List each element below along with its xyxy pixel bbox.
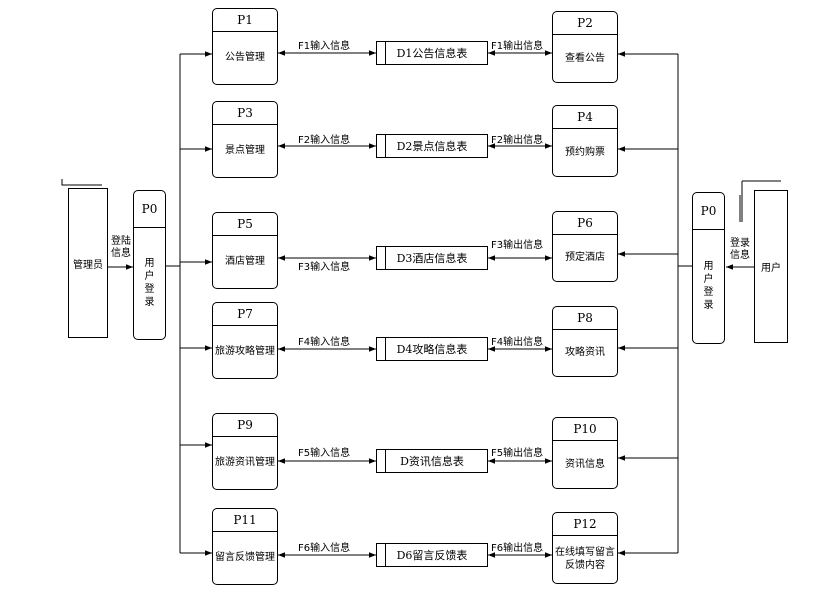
flow-label-f1-out: F1输出信息 (491, 41, 544, 52)
data-store-d3: D3酒店信息表 (376, 246, 488, 270)
process-name: 预定酒店 (565, 252, 605, 263)
process-id: P0 (693, 193, 724, 230)
process-name: 旅游攻略管理 (215, 346, 275, 357)
data-store-d6: D6留言反馈表 (376, 543, 488, 567)
process-name: 攻略资讯 (565, 347, 605, 358)
process-name: 用户登录 (144, 258, 155, 308)
process-p3: P3 景点管理 (212, 101, 278, 178)
data-store-label: D1公告信息表 (396, 47, 468, 60)
data-store-label: D资讯信息表 (400, 455, 464, 468)
flow-label-f3-in: F3输入信息 (298, 262, 351, 273)
process-id: P9 (213, 414, 277, 437)
process-id: P11 (213, 509, 277, 532)
process-p12: P12 在线填写留言反馈内容 (552, 512, 618, 584)
process-name: 景点管理 (225, 145, 265, 156)
data-store-d4: D4攻略信息表 (376, 337, 488, 361)
process-id: P6 (553, 212, 617, 235)
process-p5: P5 酒店管理 (212, 212, 278, 289)
admin-entity-corner (61, 179, 102, 186)
data-store-d1: D1公告信息表 (376, 41, 488, 65)
process-id: P2 (553, 12, 617, 35)
process-name: 酒店管理 (225, 256, 265, 267)
process-id: P5 (213, 213, 277, 236)
process-id: P1 (213, 9, 277, 32)
process-name: 预约购票 (565, 146, 605, 158)
flow-label-f6-in: F6输入信息 (298, 543, 351, 554)
flow-label-f3-out: F3输出信息 (491, 240, 544, 251)
flow-label-f2-in: F2输入信息 (298, 135, 351, 146)
process-name: 公告管理 (225, 52, 265, 63)
process-name: 用户登录 (703, 261, 714, 311)
process-id: P7 (213, 303, 277, 326)
flow-label-f6-out: F6输出信息 (491, 543, 544, 554)
process-p8: P8 攻略资讯 (552, 306, 618, 377)
user-entity-label: 用户 (761, 263, 781, 274)
process-p11: P11 留言反馈管理 (212, 508, 278, 585)
user-entity: 用户 (754, 190, 788, 343)
data-store-d5: D资讯信息表 (376, 449, 488, 473)
flow-label-f2-out: F2输出信息 (491, 135, 544, 146)
process-p0-left: P0 用户登录 (133, 190, 166, 340)
flow-label-f5-out: F5输出信息 (491, 448, 544, 459)
flow-label-f4-in: F4输入信息 (298, 337, 351, 348)
process-name: 旅游资讯管理 (215, 457, 275, 468)
process-p1: P1 公告管理 (212, 8, 278, 85)
process-id: P12 (553, 513, 617, 536)
process-name: 留言反馈管理 (215, 552, 275, 563)
data-store-label: D2景点信息表 (396, 140, 468, 153)
user-login-label: 登录信息 (730, 238, 750, 261)
process-p2: P2 查看公告 (552, 11, 618, 83)
process-id: P10 (553, 418, 617, 441)
data-store-label: D3酒店信息表 (396, 252, 468, 265)
data-store-label: D4攻略信息表 (396, 343, 468, 356)
flow-label-f1-in: F1输入信息 (298, 41, 351, 52)
process-p0-right: P0 用户登录 (692, 192, 725, 344)
process-p6: P6 预定酒店 (552, 211, 618, 282)
process-id: P3 (213, 102, 277, 125)
data-store-d2: D2景点信息表 (376, 134, 488, 158)
flow-label-f5-in: F5输入信息 (298, 448, 351, 459)
admin-login-label: 登陆信息 (111, 236, 131, 259)
admin-entity-label: 管理员 (73, 259, 103, 271)
process-name: 在线填写留言反馈内容 (555, 547, 615, 571)
process-p9: P9 旅游资讯管理 (212, 413, 278, 490)
flow-label-f4-out: F4输出信息 (491, 337, 544, 348)
process-p4: P4 预约购票 (552, 105, 618, 177)
process-id: P8 (553, 307, 617, 330)
process-name: 查看公告 (565, 52, 605, 64)
data-store-label: D6留言反馈表 (396, 549, 468, 562)
process-p7: P7 旅游攻略管理 (212, 302, 278, 379)
process-name: 资讯信息 (565, 458, 605, 470)
process-p10: P10 资讯信息 (552, 417, 618, 489)
admin-entity: 管理员 (68, 188, 108, 338)
process-id: P4 (553, 106, 617, 129)
process-id: P0 (134, 191, 165, 228)
